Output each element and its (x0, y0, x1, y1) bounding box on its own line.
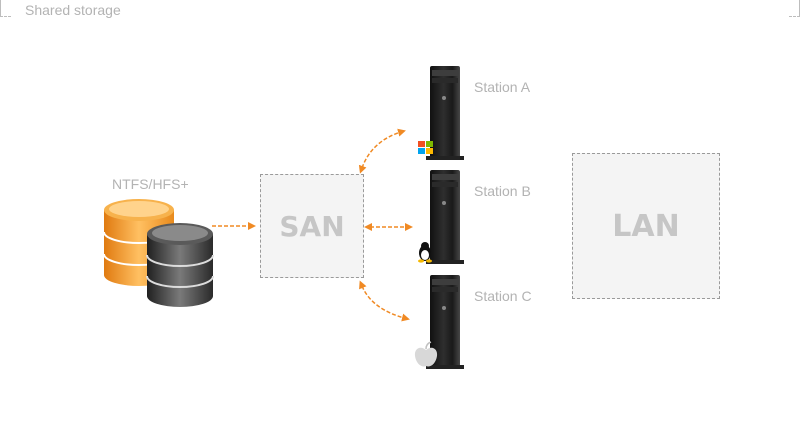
san-label: SAN (279, 209, 345, 243)
san-box: SAN (260, 174, 364, 278)
windows-logo-icon (418, 141, 433, 154)
lan-label: LAN (612, 208, 680, 244)
station-c-tower-icon (426, 275, 464, 369)
database-icon (103, 199, 214, 307)
database-dark-icon (146, 223, 214, 307)
caption-bracket-left (0, 0, 11, 17)
storage-title: NTFS/HFS+ (112, 176, 189, 192)
station-c-label: Station C (474, 288, 532, 304)
storage-caption-label: Shared storage (25, 2, 121, 18)
station-a-tower-icon (426, 66, 464, 160)
apple-logo-icon (414, 341, 438, 367)
station-a-label: Station A (474, 79, 531, 95)
station-b-label: Station B (474, 183, 531, 199)
lan-box: LAN (572, 153, 720, 299)
station-b-tower-icon (426, 170, 464, 264)
caption-bracket-right (789, 0, 800, 17)
san-station-c-arrow (359, 280, 410, 322)
linux-tux-icon (418, 242, 432, 263)
san-station-a-arrow (358, 128, 406, 174)
